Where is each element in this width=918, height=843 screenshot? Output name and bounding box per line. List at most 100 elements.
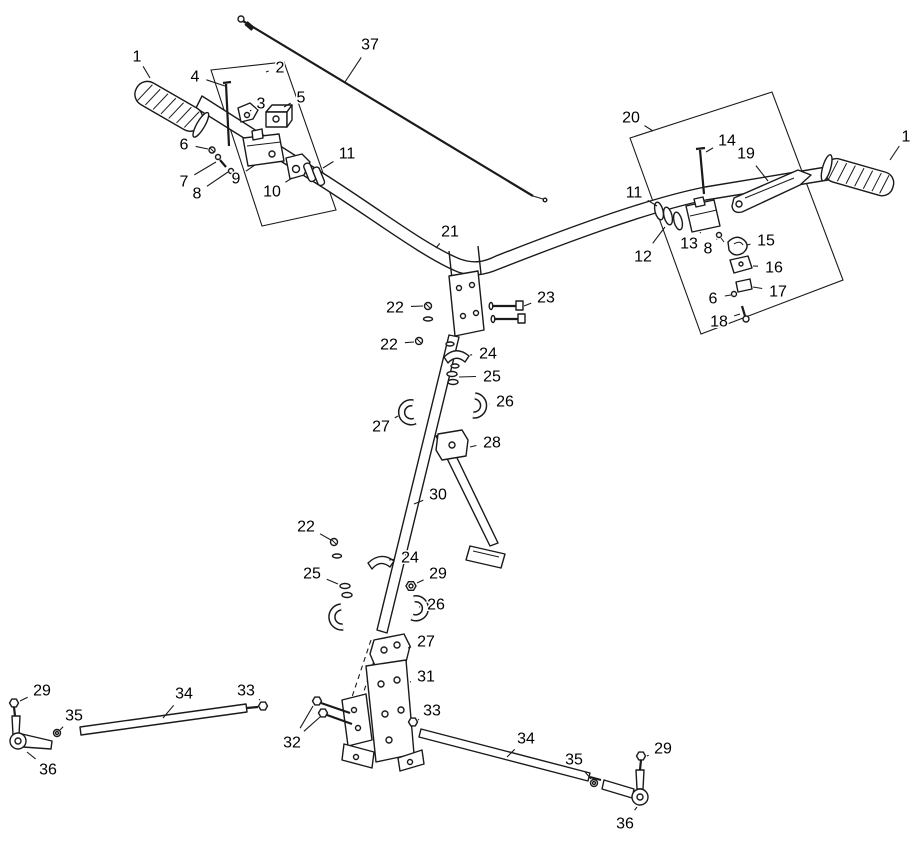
leader-line [652,226,666,244]
part-number-label: 22 [380,337,398,354]
leader-line [458,375,477,378]
leader-line [162,704,175,719]
part-number-label: 33 [237,683,255,700]
part-number-label: 10 [263,184,281,201]
nut-33-left [257,701,269,711]
screw-6-right [730,290,738,298]
part-number-label: 29 [654,741,672,758]
part-number-label: 6 [180,137,189,154]
part-number-label: 36 [616,816,634,833]
leader-line [746,243,751,246]
support-foot [465,545,506,569]
bolt-22-lower [329,537,343,559]
part-number-label: 25 [303,566,321,583]
part-number-label: 29 [33,683,51,700]
part-number-label: 6 [709,291,718,308]
leader-line [322,161,334,169]
part-number-label: 13 [680,236,698,253]
leader-line [26,751,36,760]
tie-rod-34-left [79,703,259,736]
leader-line [435,243,441,249]
left-grip-1 [134,80,210,138]
leader-line [249,109,252,112]
part-number-label: 35 [565,752,583,769]
right-grip-1 [820,154,895,197]
leader-line [646,754,649,757]
bolts-23 [488,300,526,324]
screw-14 [695,146,706,195]
steering-post-bracket-31 [365,659,415,763]
screw-8-left [227,167,237,179]
throttle-housing-9 [242,128,285,167]
leader-line [194,161,217,176]
part-number-label: 3 [257,96,266,113]
part-number-label: 20 [622,110,640,127]
part-number-label: 33 [423,703,441,720]
bar-clamp-11-left [303,162,326,187]
clamp-half-26-upper [472,392,488,419]
leader-line [404,341,415,344]
washer-35-left [52,728,62,738]
leader-line [283,102,291,108]
bracket-16 [729,255,753,274]
left-control-group-box-2 [210,61,337,227]
leader-line [19,696,28,702]
clamp-15 [727,236,748,256]
handlebar-clamp-marks [448,245,482,280]
leader-line [319,533,332,541]
part-number-label: 17 [769,284,787,301]
washers-25-lower [339,582,353,599]
part-number-label: 11 [626,185,643,202]
leader-line [195,145,209,150]
leader-line [265,70,269,73]
part-number-label: 9 [232,171,241,188]
part-number-label: 4 [191,69,200,86]
nut-29-lower [405,581,417,591]
bracket-28 [435,429,469,461]
part-number-label: 26 [427,597,445,614]
clamp-half-24-lower [367,555,395,570]
part-number-label: 32 [283,735,301,752]
clamp-half-24-upper [443,350,470,364]
leader-line [644,125,654,132]
part-number-label: 36 [39,762,57,779]
clamp-half-27-upper [397,399,417,426]
leader-line [755,165,769,182]
part-number-label: 25 [483,369,501,386]
part-number-label: 8 [193,186,202,203]
part-number-label: 8 [704,241,713,258]
leader-line [394,415,399,419]
leader-line [59,726,64,731]
screw-18 [740,305,750,323]
part-number-label: 19 [737,146,755,163]
leader-line [299,705,314,729]
bolt-22-mid [414,336,424,346]
part-number-label: 28 [483,435,501,452]
throttle-cable-37 [237,15,548,203]
leader-line [258,698,261,701]
leader-line [206,171,229,187]
part-number-label: 22 [297,519,315,536]
clamp-half-26-lower [410,595,430,622]
part-number-label: 18 [710,314,728,331]
leader-line [506,748,516,758]
bracket-3 [237,102,259,123]
part-number-label: 29 [429,566,447,583]
part-number-label: 31 [417,669,435,686]
part-number-label: 7 [180,174,189,191]
nut-33-right [407,717,419,727]
part-number-label: 1 [133,49,142,66]
bar-clamp-11-right [653,201,665,221]
part-number-label: 34 [175,686,193,703]
leader-line [206,79,226,87]
leader-line [326,578,339,585]
part-number-label: 15 [757,233,775,250]
brake-housing-13 [685,196,721,233]
leader-line [469,444,477,448]
leader-line [716,238,718,240]
leader-line [417,718,420,721]
bolts-32 [311,696,353,726]
part-number-label: 14 [718,133,736,150]
leader-line [388,558,395,561]
